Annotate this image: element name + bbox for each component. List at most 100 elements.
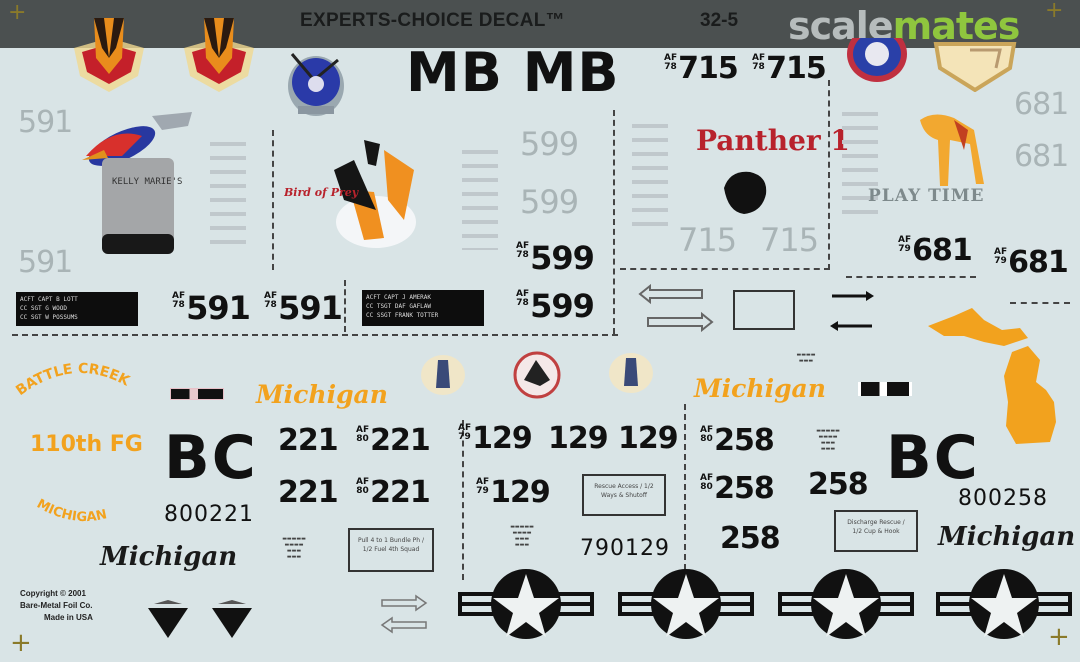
tail-code-bc: BC <box>164 423 258 493</box>
mission-marks <box>462 150 498 250</box>
stencil-text: ▬▬▬▬▬▬▬▬▬▬▬▬▬▬▬ <box>510 524 534 548</box>
copyright-text: Copyright © 2001 Bare-Metal Foil Co. Mad… <box>20 589 93 622</box>
direction-arrows-icon <box>830 291 874 331</box>
wing-shield-icon <box>933 42 1017 92</box>
tac-shield-icon <box>184 18 254 92</box>
stencil-arrows-icon <box>638 284 714 332</box>
registration-mark-icon: + <box>10 628 32 658</box>
sheet-code: 32-5 <box>700 10 739 31</box>
us-star-insignia-icon <box>778 569 914 639</box>
michigan-script: Michigan <box>256 380 388 409</box>
stencil-arrows-icon <box>380 594 428 634</box>
serial-715-ghost: 715 <box>678 221 737 259</box>
header-bar: EXPERTS-CHOICE DECAL™ 32-5 scalemates + … <box>0 0 1080 48</box>
kelly-maries-nose-art: KELLY MARIE'S <box>82 112 192 254</box>
svg-text:KELLY MARIE'S: KELLY MARIE'S <box>112 177 182 187</box>
fin-stripe <box>858 382 912 396</box>
svg-text:BATTLE CREEK: BATTLE CREEK <box>13 361 133 399</box>
stencil-rectangle <box>733 290 795 330</box>
serial-591-ghost: 591 <box>18 245 73 280</box>
registration-mark-icon: + <box>8 0 27 25</box>
registration-mark-icon: + <box>1048 622 1070 652</box>
serial-599-ghost: 599 <box>520 183 579 221</box>
serial-258: 258 <box>720 521 781 556</box>
squadron-patch-icon <box>288 53 344 116</box>
cut-line <box>684 404 686 580</box>
cut-line <box>620 268 830 270</box>
play-time-text: PLAY TIME <box>868 186 985 206</box>
fighter-group-text: 110th FG <box>30 432 143 457</box>
michigan-map-icon <box>928 308 1056 444</box>
serial-full-790129: 790129 <box>580 536 670 561</box>
serial-221: 221 <box>278 475 339 510</box>
mission-marks <box>210 142 246 252</box>
serial-591-ghost: 591 <box>18 105 73 140</box>
fin-stripe <box>170 388 224 400</box>
cut-line <box>462 420 464 580</box>
us-star-insignia-icon <box>618 569 754 639</box>
michigan-arc: MICHIGAN <box>34 497 108 526</box>
mission-marks <box>632 124 668 234</box>
unit-badge-round-icon <box>513 351 561 399</box>
tail-code-mb: MB MB <box>406 41 620 104</box>
serial-715-ghost: 715 <box>760 221 819 259</box>
stencil-box: Pull 4 to 1 Bundle Ph / 1/2 Fuel 4th Squ… <box>348 528 434 572</box>
unit-badge-icon <box>609 353 653 393</box>
triangle-emblem-icon <box>148 600 188 638</box>
cut-line <box>344 280 346 332</box>
cut-line <box>272 130 274 270</box>
triangle-emblem-icon <box>212 600 252 638</box>
serial-129: 129 <box>548 421 609 456</box>
pinup-figure-icon <box>920 114 984 186</box>
serial-681-ghost: 681 <box>1014 87 1069 122</box>
cut-line <box>828 80 830 270</box>
stencil-text: ▬▬▬▬▬▬▬▬▬▬▬▬▬▬▬ <box>282 536 306 560</box>
svg-text:MICHIGAN: MICHIGAN <box>34 497 108 526</box>
panther-head-icon <box>724 171 767 214</box>
mission-marks <box>842 112 878 222</box>
cut-line <box>12 334 618 336</box>
stencil-box: Discharge Rescue / 1/2 Cup & Hook <box>834 510 918 552</box>
tail-code-bc: BC <box>886 423 980 493</box>
unit-patch-round-icon <box>847 38 907 82</box>
serial-full-800221: 800221 <box>164 502 254 527</box>
michigan-script: Michigan <box>938 522 1076 552</box>
cut-line <box>1010 302 1070 304</box>
michigan-script: Michigan <box>694 374 826 403</box>
bird-of-prey-nose-art: Bird of Prey <box>284 140 416 248</box>
sheet-title: EXPERTS-CHOICE DECAL™ <box>300 10 565 31</box>
serial-681-ghost: 681 <box>1014 139 1069 174</box>
stencil-text: ▬▬▬▬▬▬▬ <box>796 352 816 364</box>
stencil-box: Rescue Access / 1/2 Ways & Shutoff <box>582 474 666 516</box>
tac-shield-icon <box>74 18 144 92</box>
us-star-insignia-icon <box>936 569 1072 639</box>
battle-creek-arc: BATTLE CREEK <box>13 361 133 399</box>
michigan-script: Michigan <box>100 542 238 572</box>
serial-129: 129 <box>618 421 679 456</box>
serial-full-800258: 800258 <box>958 486 1048 511</box>
registration-mark-icon: + <box>1045 0 1064 23</box>
svg-text:Bird of Prey: Bird of Prey <box>284 186 360 199</box>
serial-258: 258 <box>808 467 869 502</box>
cut-line <box>613 110 615 334</box>
unit-badge-icon <box>421 355 465 395</box>
scalemates-watermark: scalemates <box>788 4 1020 48</box>
serial-221: 221 <box>278 423 339 458</box>
panther-1-nose-art: Panther 1 <box>696 124 850 157</box>
